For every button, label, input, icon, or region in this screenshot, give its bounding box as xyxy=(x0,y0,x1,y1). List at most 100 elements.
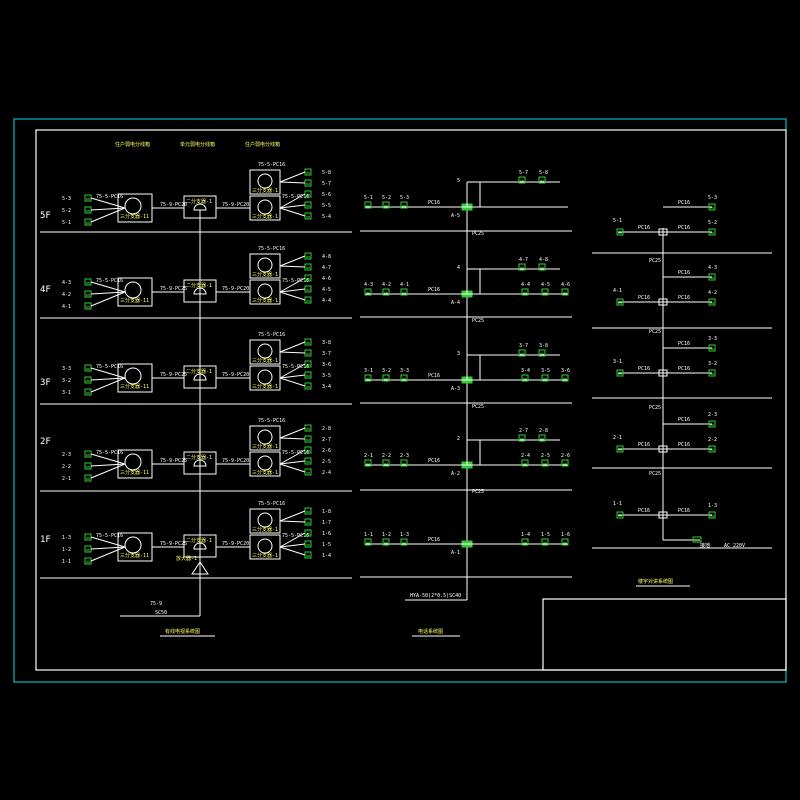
outlet-label: 5-8 xyxy=(539,170,548,176)
outlet-label: 2-2 xyxy=(708,437,717,443)
pipe-label: PC16 xyxy=(678,225,690,231)
outlet-label: 4-5 xyxy=(322,287,331,293)
outlet-label: 1-1 xyxy=(62,559,71,565)
phone-outlet-icon xyxy=(561,538,569,546)
amplifier-symbol xyxy=(191,561,209,575)
diagram-caption: 楼宇对讲系统图 xyxy=(638,578,673,585)
pipe-label: PC16 xyxy=(678,508,690,514)
splitter-circle xyxy=(124,453,142,471)
outlet-label: 3-7 xyxy=(519,343,528,349)
cable-label: 75-5-PC16 xyxy=(96,364,123,370)
outlet-label: 2-3 xyxy=(62,452,71,458)
outlet-label: 3-5 xyxy=(322,373,331,379)
outlet-label: 3-3 xyxy=(400,368,409,374)
pipe-label: PC16 xyxy=(678,270,690,276)
outlet-box xyxy=(364,459,372,467)
branch-box xyxy=(183,534,217,558)
outlet-wire xyxy=(90,463,126,479)
intercom-outlet-icon xyxy=(708,344,716,352)
phone-outlet-icon xyxy=(521,538,529,546)
outlet-box xyxy=(561,538,569,546)
outlet-label: 1-3 xyxy=(708,503,717,509)
splitter-circle xyxy=(124,197,142,215)
outlet-label: 4-1 xyxy=(613,288,622,294)
outlet-label: 1-4 xyxy=(322,553,331,559)
junction-label: A-1 xyxy=(451,550,460,556)
outlet-box xyxy=(708,203,716,211)
outlet-box xyxy=(541,538,549,546)
outlet-wire xyxy=(279,377,306,387)
outlet-label: 3-8 xyxy=(539,343,548,349)
outlet-box xyxy=(382,538,390,546)
cable-label: 75-5-PC16 xyxy=(96,450,123,456)
phone-outlet-icon xyxy=(541,288,549,296)
outlet-label: 2-8 xyxy=(322,426,331,432)
cable-label: 75-5-PC16 xyxy=(282,194,309,200)
phone-outlet-icon xyxy=(538,434,546,442)
outlet-label: 4-8 xyxy=(539,257,548,263)
base-terminal xyxy=(692,536,702,543)
outlet-box xyxy=(400,374,408,382)
branch-box xyxy=(183,451,217,475)
outlet-label: 2-1 xyxy=(62,476,71,482)
outlet-label: 1-3 xyxy=(62,535,71,541)
outlet-label: 2-3 xyxy=(400,453,409,459)
floor-label: 5F xyxy=(40,211,51,221)
intercom-outlet-icon xyxy=(708,420,716,428)
outlet-label: 5-1 xyxy=(62,220,71,226)
outlet-label: 2-7 xyxy=(322,437,331,443)
feeder-label: 75-9-PC25 xyxy=(160,372,187,378)
outlet-label: 4-3 xyxy=(364,282,373,288)
outlet-box xyxy=(400,459,408,467)
outlet-box xyxy=(382,288,390,296)
riser-pipe-label: PC25 xyxy=(472,231,484,237)
phone-outlet-icon xyxy=(400,288,408,296)
outlet-label: 5-3 xyxy=(708,195,717,201)
phone-outlet-icon xyxy=(538,349,546,357)
floor-label: 3F xyxy=(40,378,51,388)
splitter-circle xyxy=(257,283,273,299)
splitter-label: 三分支器-11 xyxy=(120,297,149,304)
pipe-label: PC16 xyxy=(428,458,440,464)
outlet-box xyxy=(521,374,529,382)
diagram-caption: 有线电视系统图 xyxy=(165,628,200,635)
phone-outlet-icon xyxy=(382,288,390,296)
outlet-label: 3-2 xyxy=(382,368,391,374)
outlet-label: 1-5 xyxy=(322,542,331,548)
phone-outlet-icon xyxy=(400,538,408,546)
feeder-label: 75-9-PC25 xyxy=(160,541,187,547)
outlet-label: 1-6 xyxy=(322,531,331,537)
intercom-outlet-icon xyxy=(708,445,716,453)
phone-outlet-icon xyxy=(364,374,372,382)
floor-number: 5 xyxy=(457,178,460,184)
pipe-label: PC16 xyxy=(638,442,650,448)
outlet-box xyxy=(538,176,546,184)
outlet-wire xyxy=(279,181,306,184)
outlet-label: 2-1 xyxy=(613,435,622,441)
outlet-label: 1-1 xyxy=(613,501,622,507)
outlet-wire xyxy=(279,520,306,523)
phone-outlet-icon xyxy=(518,176,526,184)
splitter-label: 三分支器-11 xyxy=(120,469,149,476)
incoming-note: SC50 xyxy=(155,610,167,616)
cable-label: 75-9-PC20 xyxy=(222,458,249,464)
riser-pipe-label: PC25 xyxy=(649,329,661,335)
outlet-box xyxy=(518,263,526,271)
phone-outlet-icon xyxy=(541,459,549,467)
outlet-wire xyxy=(90,207,126,211)
outlet-label: 5-4 xyxy=(322,214,331,220)
cable-label: 75-5-PC16 xyxy=(258,246,285,252)
outlet-label: 3-2 xyxy=(62,378,71,384)
intercom-outlet-icon xyxy=(708,511,716,519)
pipe-label: PC16 xyxy=(638,508,650,514)
outlet-label: 2-4 xyxy=(521,453,530,459)
outlet-label: 4-3 xyxy=(62,280,71,286)
outlet-wire xyxy=(279,277,306,293)
outlet-label: 1-1 xyxy=(364,532,373,538)
outlet-wire xyxy=(279,207,306,217)
outlet-wire xyxy=(279,204,306,209)
cable-label: 75-5-PC16 xyxy=(258,418,285,424)
splitter-circle xyxy=(257,455,273,471)
outlet-wire xyxy=(90,367,126,379)
